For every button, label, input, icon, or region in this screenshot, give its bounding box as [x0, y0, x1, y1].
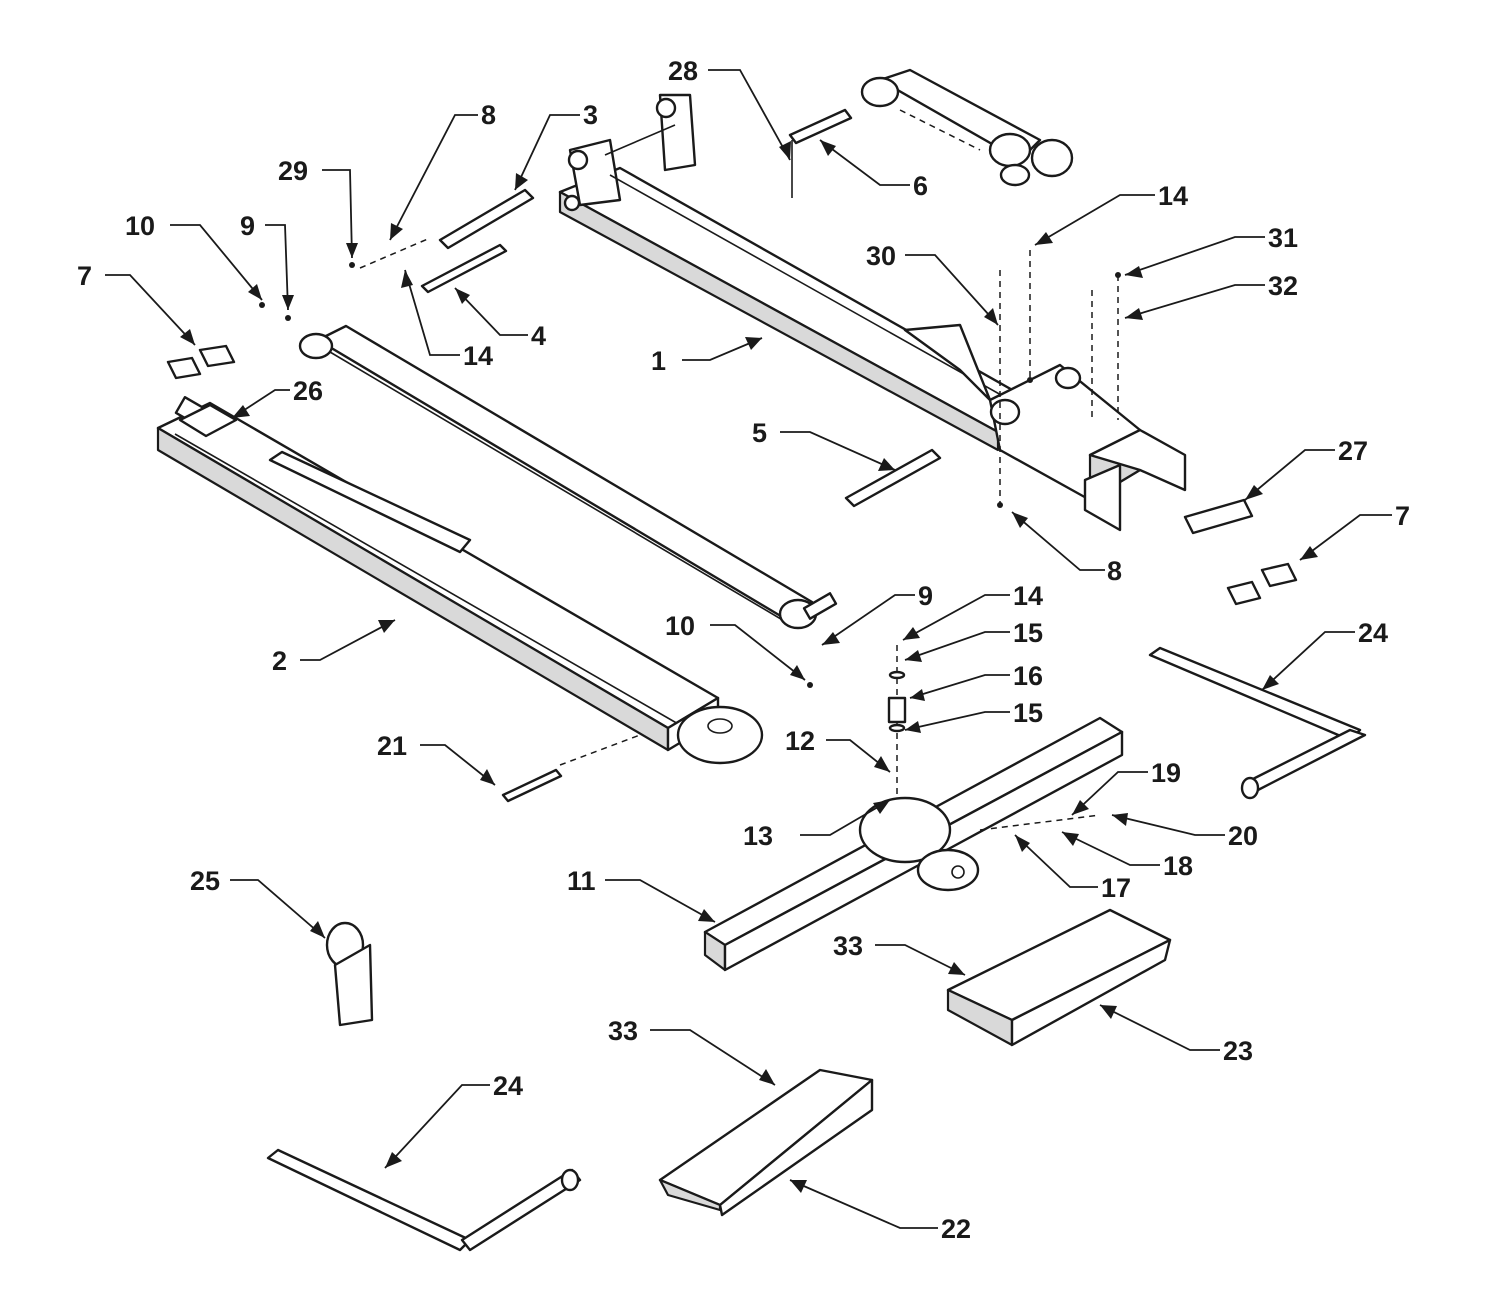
callout-33-right: 33	[833, 931, 863, 961]
callout-10-top: 10	[125, 211, 155, 241]
callout-6: 6	[913, 171, 928, 201]
callout-4: 4	[531, 321, 546, 351]
handle-left-part	[266, 450, 582, 1252]
callout-33-left: 33	[608, 1016, 638, 1046]
cross-tube-part	[703, 716, 1124, 972]
callout-31: 31	[1268, 223, 1298, 253]
callout-7-right: 7	[1395, 501, 1410, 531]
callout-14-left: 14	[463, 341, 493, 371]
callout-9-bottom: 9	[918, 581, 933, 611]
callout-26: 26	[293, 376, 323, 406]
lower-beam-part	[156, 396, 764, 765]
callout-24-left: 24	[493, 1071, 523, 1101]
callout-14-right: 14	[1158, 181, 1188, 211]
callout-27: 27	[1338, 436, 1368, 466]
callout-11: 11	[567, 866, 596, 896]
pins-group	[359, 108, 942, 803]
callout-1: 1	[651, 346, 666, 376]
callout-18: 18	[1163, 851, 1193, 881]
hitch-box-part	[903, 323, 1187, 532]
socket-23-part	[946, 908, 1172, 1047]
pivot-tube-part	[298, 324, 838, 630]
handle-right-part	[1148, 646, 1367, 800]
chain-hook-part	[325, 921, 374, 1027]
pin-4	[420, 243, 508, 294]
pin-21	[501, 768, 563, 803]
callout-14-middle: 14	[1013, 581, 1043, 611]
callout-15-upper: 15	[1013, 618, 1043, 648]
callout-23: 23	[1223, 1036, 1253, 1066]
pin-6	[788, 108, 853, 145]
callout-29: 29	[278, 156, 308, 186]
callout-21: 21	[377, 731, 407, 761]
callout-15-lower: 15	[1013, 698, 1043, 728]
roller-assembly-part	[860, 68, 1074, 187]
callout-8-top: 8	[481, 100, 496, 130]
callout-28: 28	[668, 56, 698, 86]
pin-5	[844, 448, 942, 508]
callout-2: 2	[272, 646, 287, 676]
beam-cap-plate	[178, 403, 238, 438]
callout-5: 5	[752, 418, 767, 448]
callout-22: 22	[941, 1214, 971, 1244]
socket-22-part	[658, 1068, 874, 1217]
callout-25: 25	[190, 866, 220, 896]
callout-19: 19	[1151, 758, 1181, 788]
callout-10-bottom: 10	[665, 611, 695, 641]
callout-labels: 1 2 3 4 5 6 7 7 8 8	[77, 56, 1410, 1244]
callout-3: 3	[583, 100, 598, 130]
callout-12: 12	[785, 726, 815, 756]
callout-13: 13	[743, 821, 773, 851]
hardware-dots	[259, 262, 1121, 688]
callout-16: 16	[1013, 661, 1043, 691]
callout-7-left: 7	[77, 261, 92, 291]
pin-3	[438, 188, 535, 250]
callout-9-top: 9	[240, 211, 255, 241]
callout-24-right: 24	[1358, 618, 1388, 648]
callout-20: 20	[1228, 821, 1258, 851]
callout-30: 30	[866, 241, 896, 271]
upper-arm-part	[558, 93, 1032, 452]
wear-pads	[166, 344, 1298, 606]
callout-32: 32	[1268, 271, 1298, 301]
callout-8-bottom: 8	[1107, 556, 1122, 586]
callout-17: 17	[1101, 873, 1131, 903]
